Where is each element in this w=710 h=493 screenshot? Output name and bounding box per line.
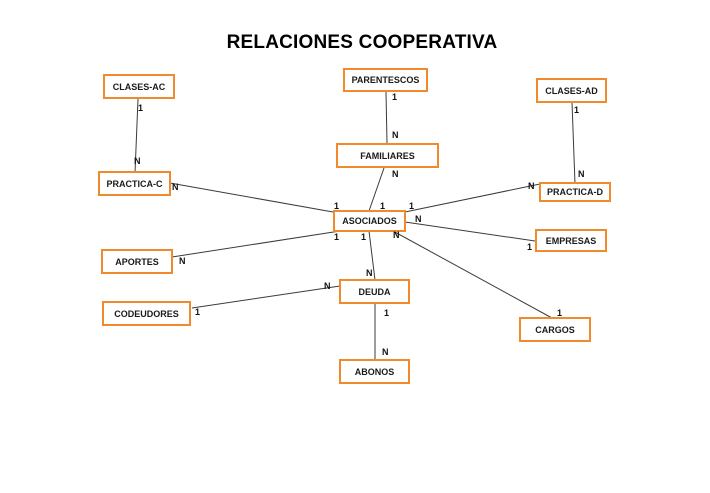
cardinality-label: N <box>528 181 535 191</box>
entity-clases-ad[interactable]: CLASES-AD <box>536 78 607 103</box>
link-codeudores-deuda <box>191 285 341 309</box>
entity-label: PRACTICA-C <box>106 178 163 189</box>
link-asociados-aportes <box>171 230 341 258</box>
link-asociados-familiares <box>368 167 385 212</box>
entity-label: FAMILIARES <box>360 150 415 161</box>
link-parentescos-familiares <box>385 91 388 144</box>
entity-deuda[interactable]: DEUDA <box>339 279 410 304</box>
cardinality-label: N <box>324 281 331 291</box>
link-asociados-deuda <box>368 230 376 281</box>
entity-label: CLASES-AC <box>112 81 166 92</box>
cardinality-label: N <box>366 268 373 278</box>
link-asociados-practicad <box>404 183 541 213</box>
entity-label: ABONOS <box>354 366 395 377</box>
cardinality-label: 1 <box>574 105 580 115</box>
entity-label: EMPRESAS <box>545 235 597 246</box>
cardinality-label: N <box>134 156 141 166</box>
cardinality-label: 1 <box>384 308 390 318</box>
link-asociados-practicac <box>169 182 334 213</box>
entity-practica-c[interactable]: PRACTICA-C <box>98 171 171 196</box>
entity-practica-d[interactable]: PRACTICA-D <box>539 182 611 202</box>
link-clasesac-practicac <box>134 98 139 174</box>
entity-label: PARENTESCOS <box>351 75 420 85</box>
entity-label: ASOCIADOS <box>342 216 397 226</box>
cardinality-label: N <box>172 182 179 192</box>
cardinality-label: 1 <box>392 92 398 102</box>
entity-label: CODEUDORES <box>114 308 179 319</box>
entity-label: PRACTICA-D <box>547 187 603 197</box>
cardinality-label: N <box>415 214 422 224</box>
cardinality-label: N <box>392 169 399 179</box>
cardinality-label: 1 <box>557 308 563 318</box>
cardinality-label: 1 <box>334 232 340 242</box>
link-asociados-empresas <box>404 221 536 242</box>
cardinality-label: 1 <box>409 201 415 211</box>
entity-empresas[interactable]: EMPRESAS <box>535 229 607 252</box>
entity-familiares[interactable]: FAMILIARES <box>336 143 439 168</box>
diagram-title: RELACIONES COOPERATIVA <box>226 32 498 53</box>
cardinality-label: N <box>392 130 399 140</box>
cardinality-label: N <box>179 256 186 266</box>
entity-aportes[interactable]: APORTES <box>101 249 173 274</box>
entity-abonos[interactable]: ABONOS <box>339 359 410 384</box>
cardinality-label: 1 <box>138 103 144 113</box>
entity-codeudores[interactable]: CODEUDORES <box>102 301 191 326</box>
entity-clases-ac[interactable]: CLASES-AC <box>103 74 175 99</box>
cardinality-label: 1 <box>527 242 533 252</box>
entity-asociados[interactable]: ASOCIADOS <box>333 210 406 232</box>
link-clasesad-practicad <box>571 101 576 185</box>
entity-cargos[interactable]: CARGOS <box>519 317 591 342</box>
cardinality-label: N <box>382 347 389 357</box>
entity-label: CARGOS <box>535 324 575 335</box>
cardinality-label: 1 <box>334 201 340 211</box>
entity-label: CLASES-AD <box>545 85 598 96</box>
entity-label: APORTES <box>115 256 159 267</box>
cardinality-label: N <box>393 230 400 240</box>
link-asociados-cargos <box>392 230 553 319</box>
cardinality-label: 1 <box>380 201 386 211</box>
entity-parentescos[interactable]: PARENTESCOS <box>343 68 428 92</box>
cardinality-label: 1 <box>361 232 367 242</box>
cardinality-label: N <box>578 169 585 179</box>
cardinality-label: 1 <box>195 307 201 317</box>
entity-label: DEUDA <box>358 286 391 297</box>
